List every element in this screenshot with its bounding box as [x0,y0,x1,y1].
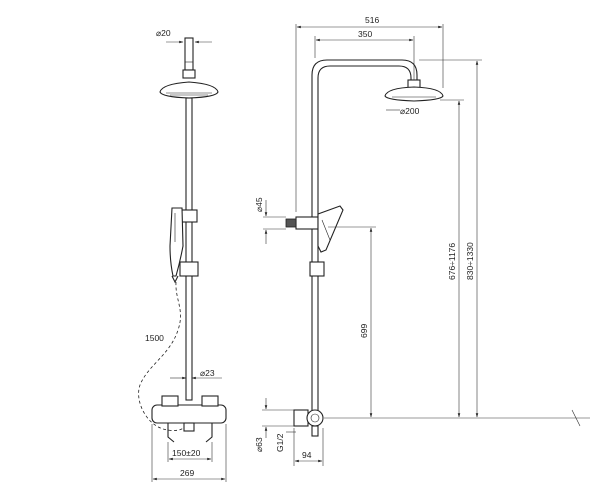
hand-shower-nozzle [171,275,179,284]
riser-rail [185,97,193,401]
dim-g12-label: G1/2 [275,433,285,452]
dim-676-1176-label: 676÷1176 [447,243,457,280]
arm-connector [182,69,196,79]
overhead-shower-head [159,81,219,99]
dim-d23-label: ⌀23 [200,368,215,378]
dim-269-label: 269 [180,468,194,478]
mixer-outlet [183,422,195,432]
side-riser-outer [311,59,418,418]
side-hand-shower [317,205,344,253]
front-view [138,37,227,443]
dim-d45-label: ⌀45 [254,197,264,212]
dim-94-label: 94 [302,450,312,460]
thermostat-mixer-body [151,404,227,424]
mixer-right-knob-base [201,395,219,407]
side-mixer-outlet [311,425,319,437]
side-slider-holder [309,261,325,277]
dim-150-label: 150±20 [172,448,201,458]
right-eccentric-fitting [205,423,213,443]
slider-upper-bracket [180,209,198,223]
side-view-dimensions: 516 350 ⌀200 ⌀45 699 676÷1176 830÷1330 [254,15,590,466]
left-eccentric-fitting [167,423,175,443]
hand-shower [169,207,184,277]
dim-516-label: 516 [365,15,379,25]
dim-350-label: 350 [358,29,372,39]
wall-bracket-arm [295,216,319,230]
dim-830-1330-label: 830÷1330 [465,242,475,280]
dim-d63-label: ⌀63 [254,437,264,452]
floor-reference-tick [571,409,581,427]
dim-d20-label: ⌀20 [156,28,171,38]
ceiling-arm [184,37,194,71]
side-mixer-body [306,409,324,427]
side-mixer-core [310,413,320,423]
slider-lower-bracket [179,261,199,277]
side-shower-head [384,86,444,102]
dim-d200-label: ⌀200 [400,106,420,116]
side-riser-inner [317,65,412,418]
dim-699-label: 699 [359,324,369,338]
wall-bracket-mount [285,218,297,228]
shower-hose [138,281,189,431]
side-hand-shower-detail [321,219,331,241]
side-view [285,59,444,437]
dim-hose-1500-label: 1500 [145,333,164,343]
front-view-dimensions: ⌀20 ⌀23 1500 269 150±20 [145,28,227,482]
side-mixer-wall-plate [293,409,309,427]
mixer-left-knob-base [161,395,179,407]
